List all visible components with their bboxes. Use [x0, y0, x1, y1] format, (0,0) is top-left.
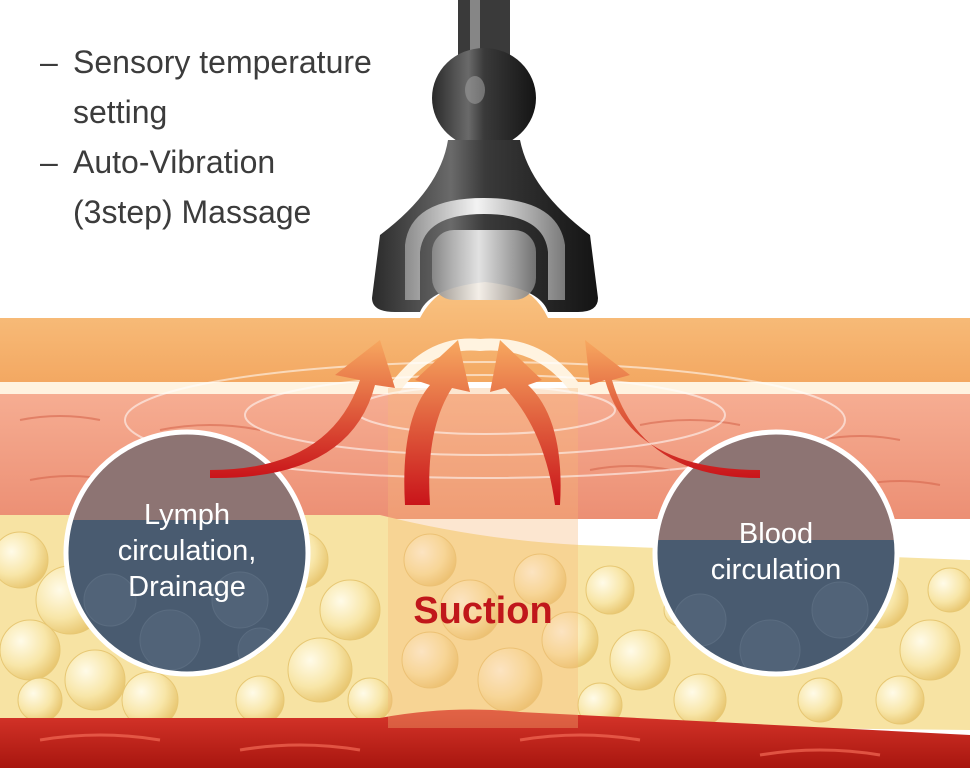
feature-line: (3step) Massage	[73, 194, 312, 230]
lymph-label-line: circulation,	[117, 535, 257, 567]
blood-vessel-layer	[0, 709, 970, 768]
arrow-up-icon	[210, 340, 760, 505]
epidermis-layer	[0, 281, 970, 382]
suction-label: Suction	[413, 590, 553, 632]
lymph-label-line: Drainage	[128, 571, 246, 603]
lymph-label-line: Lymph	[144, 499, 230, 531]
feature-line: Sensory temperature	[73, 44, 372, 80]
blood-label-line: circulation	[710, 554, 842, 586]
blood-label: Blood circulation	[666, 516, 886, 588]
blood-label-line: Blood	[738, 518, 814, 550]
feature-line: setting	[73, 94, 168, 130]
feature-line: Auto-Vibration	[73, 144, 276, 180]
lymph-label: Lymph circulation, Drainage	[77, 497, 297, 605]
feature-dash: –	[40, 44, 58, 80]
suction-head-icon	[372, 0, 598, 312]
skin-boundary-line	[0, 338, 970, 394]
feature-dash: –	[40, 144, 58, 180]
